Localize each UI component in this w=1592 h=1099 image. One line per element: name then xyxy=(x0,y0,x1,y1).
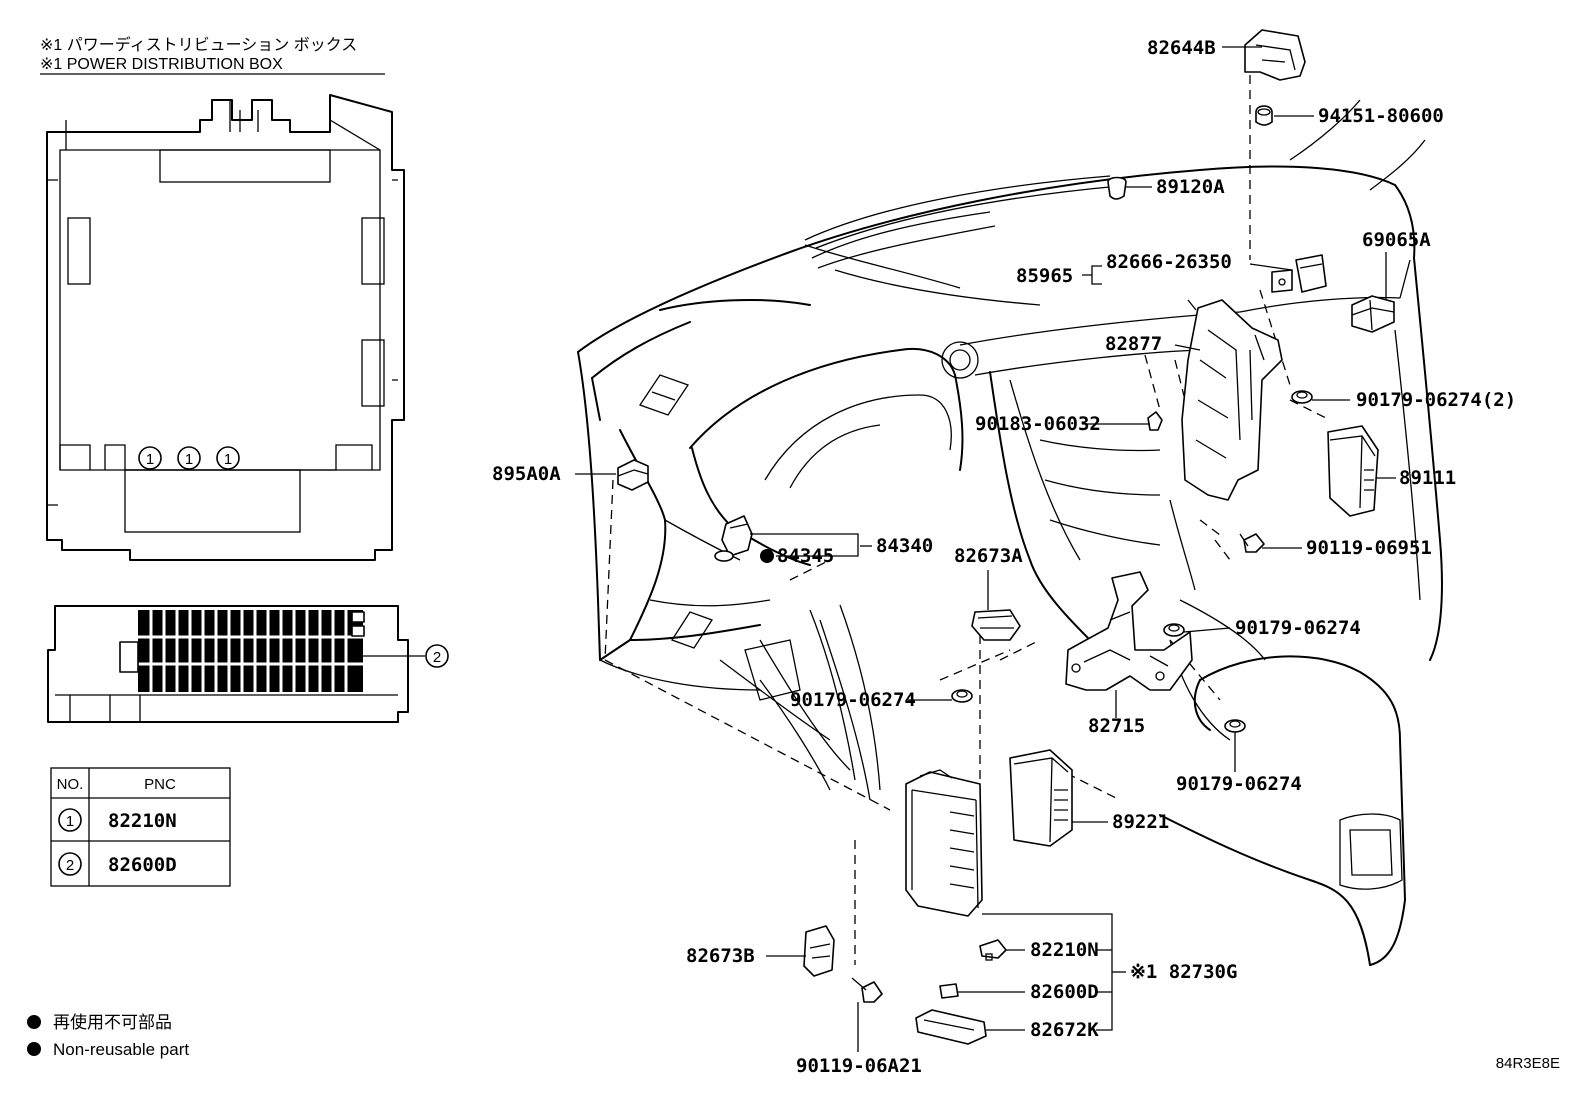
dashboard-outline xyxy=(577,99,1443,966)
non-reusable-dot-icon xyxy=(27,1042,41,1056)
install-lines xyxy=(604,75,1331,965)
label-69065a: 69065A xyxy=(1362,229,1431,251)
legend-japanese: 再使用不可部品 xyxy=(53,1012,172,1032)
callout-2: 2 xyxy=(433,649,441,666)
label-84345: 84345 xyxy=(777,545,834,567)
non-reusable-dot-icon xyxy=(27,1015,41,1029)
callout-1-a: 1 xyxy=(146,451,154,468)
label-90179-06274-mid: 90179-06274 xyxy=(1235,617,1361,639)
callout-1-c: 1 xyxy=(224,451,232,468)
component-82644b xyxy=(1244,29,1306,81)
component-82715-bracket xyxy=(1065,571,1193,691)
label-90179-06274-x2: 90179-06274(2) xyxy=(1356,389,1516,411)
label-89111: 89111 xyxy=(1399,467,1456,489)
label-82672k: 82672K xyxy=(1030,1019,1099,1041)
label-82666-26350: 82666-26350 xyxy=(1106,251,1232,273)
component-895a0a xyxy=(617,459,649,491)
component-82210n-fuse xyxy=(979,939,1007,961)
legend: 再使用不可部品 Non-reusable part xyxy=(27,1012,189,1059)
component-85965 xyxy=(1271,254,1327,293)
component-82672k-cover xyxy=(915,1009,987,1045)
non-reusable-dot-icon xyxy=(760,549,774,563)
label-84340: 84340 xyxy=(876,535,933,557)
component-82673b-bracket xyxy=(803,925,835,977)
pnc-table-col-no: NO. xyxy=(57,776,84,793)
component-82600d xyxy=(939,983,959,999)
label-82715: 82715 xyxy=(1088,715,1145,737)
label-90119-06951: 90119-06951 xyxy=(1306,537,1432,559)
fuse-grid xyxy=(138,610,363,692)
label-82673b: 82673B xyxy=(686,945,755,967)
component-69065a xyxy=(1351,295,1395,333)
label-90179-06274-lower: 90179-06274 xyxy=(1176,773,1302,795)
component-90119-06a21-bolt xyxy=(851,977,883,1003)
component-89111-module xyxy=(1327,425,1379,517)
power-distribution-box-top-view: 1 1 1 xyxy=(46,94,405,561)
pnc-table: NO. PNC 1 82210N 2 82600D xyxy=(50,767,231,887)
label-90119-06a21: 90119-06A21 xyxy=(796,1055,922,1077)
label-895a0a: 895A0A xyxy=(492,463,561,485)
label-94151-80600: 94151-80600 xyxy=(1318,105,1444,127)
label-89221: 89221 xyxy=(1112,811,1169,833)
label-82673a: 82673A xyxy=(954,545,1023,567)
pnc-row-1-no: 1 xyxy=(66,813,74,830)
label-89120a: 89120A xyxy=(1156,176,1225,198)
leader-lines xyxy=(575,46,1396,1052)
component-84345-nut xyxy=(714,550,734,562)
pnc-row-2-value: 82600D xyxy=(108,854,177,876)
component-82730g-junction-block xyxy=(905,769,983,917)
component-94151-clip xyxy=(1255,105,1273,126)
component-90179-clip-left xyxy=(951,689,973,703)
label-85965: 85965 xyxy=(1016,265,1073,287)
label-82730g: ※1 82730G xyxy=(1130,961,1237,983)
label-90183-06032: 90183-06032 xyxy=(975,413,1101,435)
part-labels: 82644B 94151-80600 89120A 69065A 85965 8… xyxy=(492,37,1516,1077)
component-84340 xyxy=(721,515,753,557)
component-90179-clip-mid xyxy=(1163,623,1185,637)
label-82644b: 82644B xyxy=(1147,37,1216,59)
component-90119-bolt xyxy=(1239,533,1265,553)
header-english: ※1 POWER DISTRIBUTION BOX xyxy=(40,56,283,73)
component-89120a-sensor xyxy=(1107,176,1127,200)
header-japanese: ※1 パワーディストリビューション ボックス xyxy=(40,35,357,54)
component-90183-clip xyxy=(1147,411,1163,431)
component-90179-clip-lower xyxy=(1224,719,1246,733)
label-82210n: 82210N xyxy=(1030,939,1099,961)
label-82600d: 82600D xyxy=(1030,981,1099,1003)
label-82877: 82877 xyxy=(1105,333,1162,355)
drawing-code: 84R3E8E xyxy=(1496,1055,1560,1072)
legend-english: Non-reusable part xyxy=(53,1040,189,1059)
component-90179-clip-upper xyxy=(1291,390,1313,404)
pnc-table-col-pnc: PNC xyxy=(144,776,176,793)
label-90179-06274-left: 90179-06274 xyxy=(790,689,916,711)
pnc-row-2-no: 2 xyxy=(66,857,74,874)
component-82673a xyxy=(971,570,1021,641)
pnc-row-1-value: 82210N xyxy=(108,810,177,832)
component-89221-module xyxy=(1009,749,1073,847)
box-header: ※1 パワーディストリビューション ボックス ※1 POWER DISTRIBU… xyxy=(40,35,385,75)
power-distribution-box-side-view: 2 xyxy=(47,605,449,723)
callout-1-b: 1 xyxy=(185,451,193,468)
component-82877-bracket xyxy=(1181,299,1283,501)
